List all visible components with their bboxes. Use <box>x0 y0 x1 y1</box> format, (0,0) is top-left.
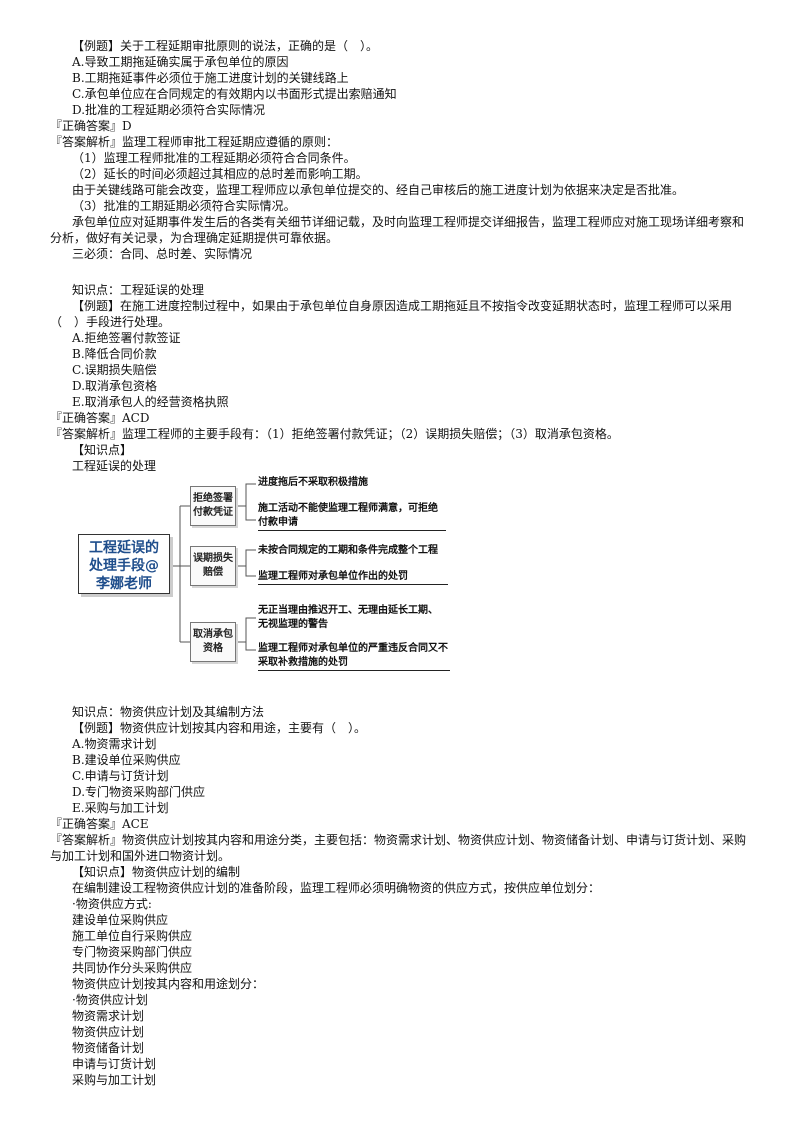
branch-delay-compensation: 误期损失赔偿 <box>190 546 236 586</box>
leaf-delay-2: 监理工程师对承包单位作出的处罚 <box>258 570 448 585</box>
supply-plan-2: 物资供应计划 <box>72 1025 145 1039</box>
mindmap-root: 工程延误的处理手段@李娜老师 <box>78 534 170 594</box>
example3-option-a: A.物资需求计划 <box>72 737 157 751</box>
supply-method-1: 建设单位采购供应 <box>72 913 169 927</box>
supply-method-2: 施工单位自行采购供应 <box>72 929 193 943</box>
example1-option-b: B.工期拖延事件必须位于施工进度计划的关键线路上 <box>72 71 349 85</box>
branch-refuse-payment-label: 拒绝签署付款凭证 <box>193 493 233 518</box>
example3-option-b: B.建设单位采购供应 <box>72 753 181 767</box>
example2-question: 【例题】在施工进度控制过程中，如果由于承包单位自身原因造成工期拖延且不按指令改变… <box>50 299 733 329</box>
supply-plan-heading: ·物资供应计划 <box>72 993 148 1007</box>
example1-option-d: D.批准的工程延期必须符合实际情况 <box>72 103 266 117</box>
mindmap-connectors <box>172 483 256 651</box>
leaf-delay-1: 未按合同规定的工期和条件完成整个工程 <box>258 545 438 556</box>
supply-plan-1: 物资需求计划 <box>72 1009 145 1023</box>
branch-delay-compensation-label: 误期损失赔偿 <box>193 553 233 578</box>
example2-option-c: C.误期损失赔偿 <box>72 363 157 377</box>
knowledge-point-label: 【知识点】 <box>72 443 133 457</box>
leaf-refuse-1: 进度拖后不采取积极措施 <box>258 477 368 488</box>
principle-2: （2）延长的时间必须超过其相应的总时差而影响工期。 <box>72 167 368 181</box>
three-musts: 三必须：合同、总时差、实际情况 <box>72 247 253 261</box>
knowledge-point-supply: 知识点：物资供应计划及其编制方法 <box>72 705 265 719</box>
branch-cancel-qualification: 取消承包资格 <box>190 622 236 662</box>
example3-option-c: C.申请与订货计划 <box>72 769 169 783</box>
example3-question: 【例题】物资供应计划按其内容和用途，主要有（ ）。 <box>72 721 367 735</box>
supply-method-heading: ·物资供应方式: <box>72 897 152 911</box>
example2-explanation: 『答案解析』监理工程师的主要手段有：（1）拒绝签署付款凭证；（2）误期损失赔偿；… <box>50 427 619 441</box>
supply-plan-intro: 物资供应计划按其内容和用途划分： <box>72 977 265 991</box>
supply-method-4: 共同协作分头采购供应 <box>72 961 193 975</box>
principle-2-note: 由于关键线路可能会改变，监理工程师应以承包单位提交的、经自己审核后的施工进度计划… <box>72 183 685 197</box>
leaf-cancel-1: 无正当理由推迟开工、无理由延长工期、无视监理的警告 <box>258 605 438 630</box>
example3-option-e: E.采购与加工计划 <box>72 801 169 815</box>
example1-question: 【例题】关于工程延期审批原则的说法，正确的是（ ）。 <box>72 39 379 53</box>
supply-plan-5: 采购与加工计划 <box>72 1073 157 1087</box>
example2-option-e: E.取消承包人的经营资格执照 <box>72 395 229 409</box>
example3-explanation: 『答案解析』物资供应计划按其内容和用途分类，主要包括：物资需求计划、物资供应计划… <box>50 833 747 863</box>
supply-plan-4: 申请与订货计划 <box>72 1057 157 1071</box>
example3-answer: 『正确答案』ACE <box>50 817 149 831</box>
mindmap-root-label: 工程延误的处理手段@李娜老师 <box>89 540 159 592</box>
supply-method-3: 专门物资采购部门供应 <box>72 945 193 959</box>
example2-answer: 『正确答案』ACD <box>50 411 150 425</box>
record-paragraph: 承包单位应对延期事件发生后的各类有关细节详细记载，及时向监理工程师提交详细报告，… <box>50 215 745 245</box>
supply-method-intro: 在编制建设工程物资供应计划的准备阶段，监理工程师必须明确物资的供应方式，按供应单… <box>72 881 601 895</box>
example2-option-b: B.降低合同价款 <box>72 347 157 361</box>
knowledge-point-delay: 知识点：工程延误的处理 <box>72 283 205 297</box>
example1-answer: 『正确答案』D <box>50 119 132 133</box>
example1-option-a: A.导致工期拖延确实属于承包单位的原因 <box>72 55 289 69</box>
principle-3: （3）批准的工期延期必须符合实际情况。 <box>72 199 296 213</box>
example2-option-a: A.拒绝签署付款签证 <box>72 331 181 345</box>
branch-cancel-qualification-label: 取消承包资格 <box>193 629 233 654</box>
example1-option-c: C.承包单位应在合同规定的有效期内以书面形式提出索赔通知 <box>72 87 397 101</box>
principle-1: （1）监理工程师批准的工程延期必须符合合同条件。 <box>72 151 356 165</box>
example2-option-d: D.取消承包资格 <box>72 379 158 393</box>
diagram-caption: 工程延误的处理 <box>72 459 157 473</box>
example3-option-d: D.专门物资采购部门供应 <box>72 785 206 799</box>
leaf-refuse-2: 施工活动不能使监理工程师满意，可拒绝付款申请 <box>258 502 446 531</box>
supply-plan-3: 物资储备计划 <box>72 1041 145 1055</box>
knowledge-point-supply-plan: 【知识点】物资供应计划的编制 <box>72 865 241 879</box>
leaf-cancel-2: 监理工程师对承包单位的严重违反合同又不采取补救措施的处罚 <box>258 642 450 671</box>
example1-explanation: 『答案解析』监理工程师审批工程延期应遵循的原则： <box>50 135 339 149</box>
branch-refuse-payment: 拒绝签署付款凭证 <box>190 486 236 526</box>
delay-handling-mindmap: 工程延误的处理手段@李娜老师 拒绝签署付款凭证 误期损失赔偿 取消承包资格 进度… <box>76 472 456 682</box>
